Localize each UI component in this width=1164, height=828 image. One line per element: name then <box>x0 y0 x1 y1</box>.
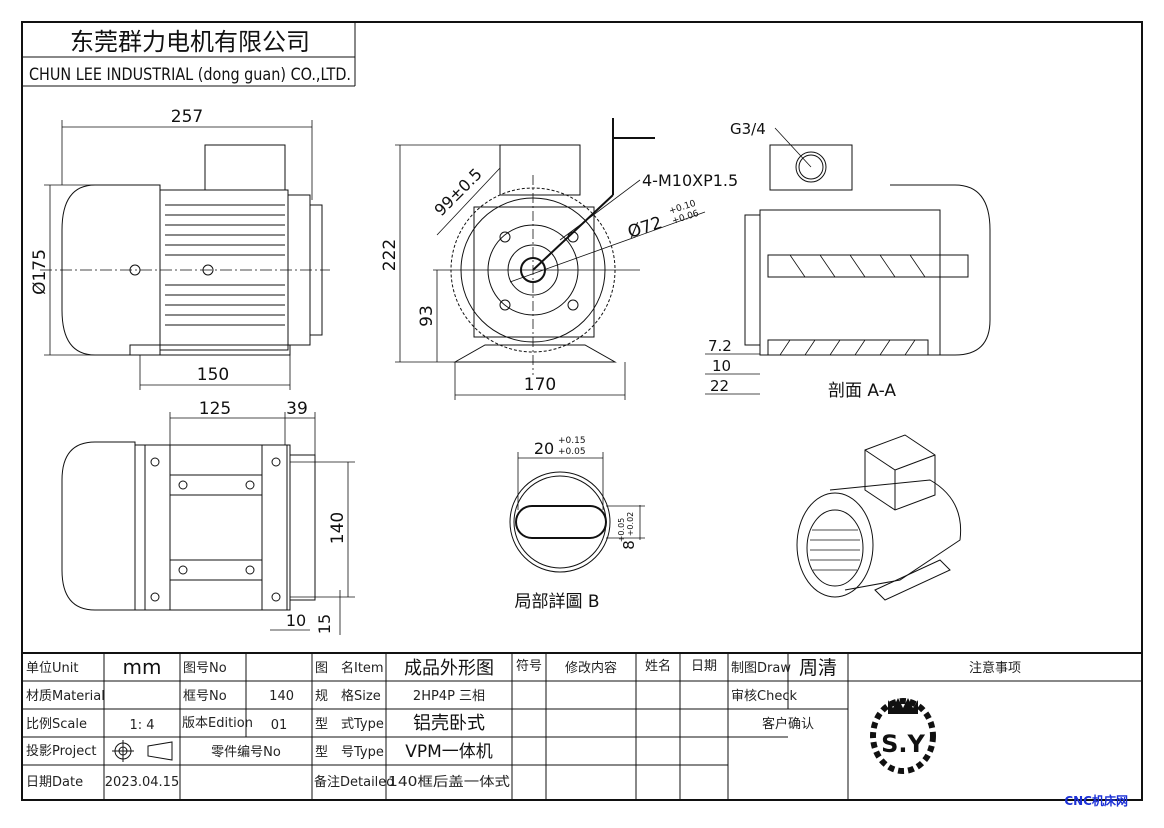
bottom-view: 125 39 140 10 15 <box>61 399 355 635</box>
item-value: 成品外形图 <box>404 658 494 679</box>
unit-value: mm <box>123 655 162 679</box>
projection-symbol-icon <box>112 740 173 762</box>
company-name-en: CHUN LEE INDUSTRIAL (dong guan) CO.,LTD. <box>29 65 351 85</box>
drawing-frame <box>21 21 1143 801</box>
unit-label: 单位Unit <box>26 661 78 676</box>
dim-diameter: Ø175 <box>30 249 50 295</box>
scale-label: 比例Scale <box>26 717 87 732</box>
size-value: 2HP4P 三相 <box>413 689 485 704</box>
edition-value: 01 <box>271 718 288 733</box>
dim-shaft-height: 93 <box>417 305 437 327</box>
dim-foot-offset: 39 <box>286 399 308 419</box>
rev-content-header: 修改内容 <box>565 660 617 676</box>
company-name-cn: 东莞群力电机有限公司 <box>70 28 310 56</box>
item-label: 图 名Item <box>315 660 384 676</box>
title-block: 单位Unit mm 图号No 图 名Item 成品外形图 材质Material … <box>26 655 1021 790</box>
frame-label: 框号No <box>183 689 227 704</box>
customer-confirm-label: 客户确认 <box>762 716 814 732</box>
date-label: 日期Date <box>26 775 83 790</box>
section-view: G3/4 7.2 10 22 剖面 A-A <box>705 120 991 401</box>
dim-foot-length: 150 <box>197 365 229 385</box>
dim-height: 222 <box>380 239 400 271</box>
dim-key-width-tol-upper: +0.15 <box>558 436 586 446</box>
drawing-no-label: 图号No <box>183 661 227 676</box>
material-label: 材质Material <box>26 689 105 704</box>
dim-key-depth-tol-upper: +0.05 <box>617 518 626 543</box>
label-g34: G3/4 <box>730 120 766 138</box>
rev-symbol-header: 符号 <box>516 658 542 674</box>
detail-view: 20 +0.15 +0.05 8 +0.05 +0.02 局部詳圖 B <box>509 436 645 612</box>
size-label: 规 格Size <box>315 688 381 704</box>
rev-name-header: 姓名 <box>645 658 671 674</box>
dim-spigot: Ø72 <box>625 213 664 243</box>
detail-title: 局部詳圖 B <box>514 592 599 612</box>
isometric-view <box>796 434 962 601</box>
model-label: 型 号Type <box>315 745 384 760</box>
date-value: 2023.04.15 <box>105 775 179 790</box>
rev-date-header: 日期 <box>691 659 717 674</box>
dim-10: 10 <box>712 357 731 375</box>
dim-overall-length: 257 <box>171 107 203 127</box>
frame-value: 140 <box>269 689 294 704</box>
dim-key-width-tol-lower: +0.05 <box>558 447 586 457</box>
dim-bottom-15: 15 <box>315 614 334 634</box>
dim-bottom-10: 10 <box>286 611 306 630</box>
dim-foot-span: 140 <box>328 512 348 544</box>
remark-value: 140框后盖一体式 <box>388 775 510 790</box>
label-thread: 4-M10XP1.5 <box>642 171 738 190</box>
remark-label: 备注Detailed <box>314 774 395 790</box>
part-no-label: 零件编号No <box>211 745 281 760</box>
sy-logo: S.Y <box>870 698 936 774</box>
check-label: 审核Check <box>731 689 797 704</box>
dim-foot-pitch: 125 <box>199 399 231 419</box>
dim-key-depth: 8 <box>620 540 638 550</box>
dim-22: 22 <box>710 377 729 395</box>
project-label: 投影Project <box>26 743 96 759</box>
section-title: 剖面 A-A <box>828 381 896 401</box>
dim-key-width: 20 <box>534 439 554 458</box>
dim-key-depth-tol-lower: +0.02 <box>626 512 635 537</box>
type-value: 铝壳卧式 <box>413 713 485 734</box>
dim-7-2: 7.2 <box>708 337 732 355</box>
notes-label: 注意事项 <box>969 660 1021 676</box>
model-value: VPM一体机 <box>405 742 493 762</box>
draw-label: 制图Draw <box>731 661 791 676</box>
logo-text: S.Y <box>881 730 925 758</box>
title-block-grid <box>22 652 1142 800</box>
dim-foot-width: 170 <box>524 375 556 395</box>
front-view: 4-M10XP1.5 222 93 170 99±0.5 Ø72 +0.10 +… <box>380 118 738 400</box>
draw-value: 周清 <box>799 657 837 679</box>
edition-label: 版本Edition <box>182 716 253 731</box>
type-label: 型 式Type <box>315 717 384 732</box>
company-header: 东莞群力电机有限公司 CHUN LEE INDUSTRIAL (dong gua… <box>22 22 356 87</box>
side-view: 257 Ø175 150 <box>30 107 330 390</box>
watermark: CNC机床网 <box>1064 794 1128 808</box>
scale-value: 1: 4 <box>129 718 154 733</box>
